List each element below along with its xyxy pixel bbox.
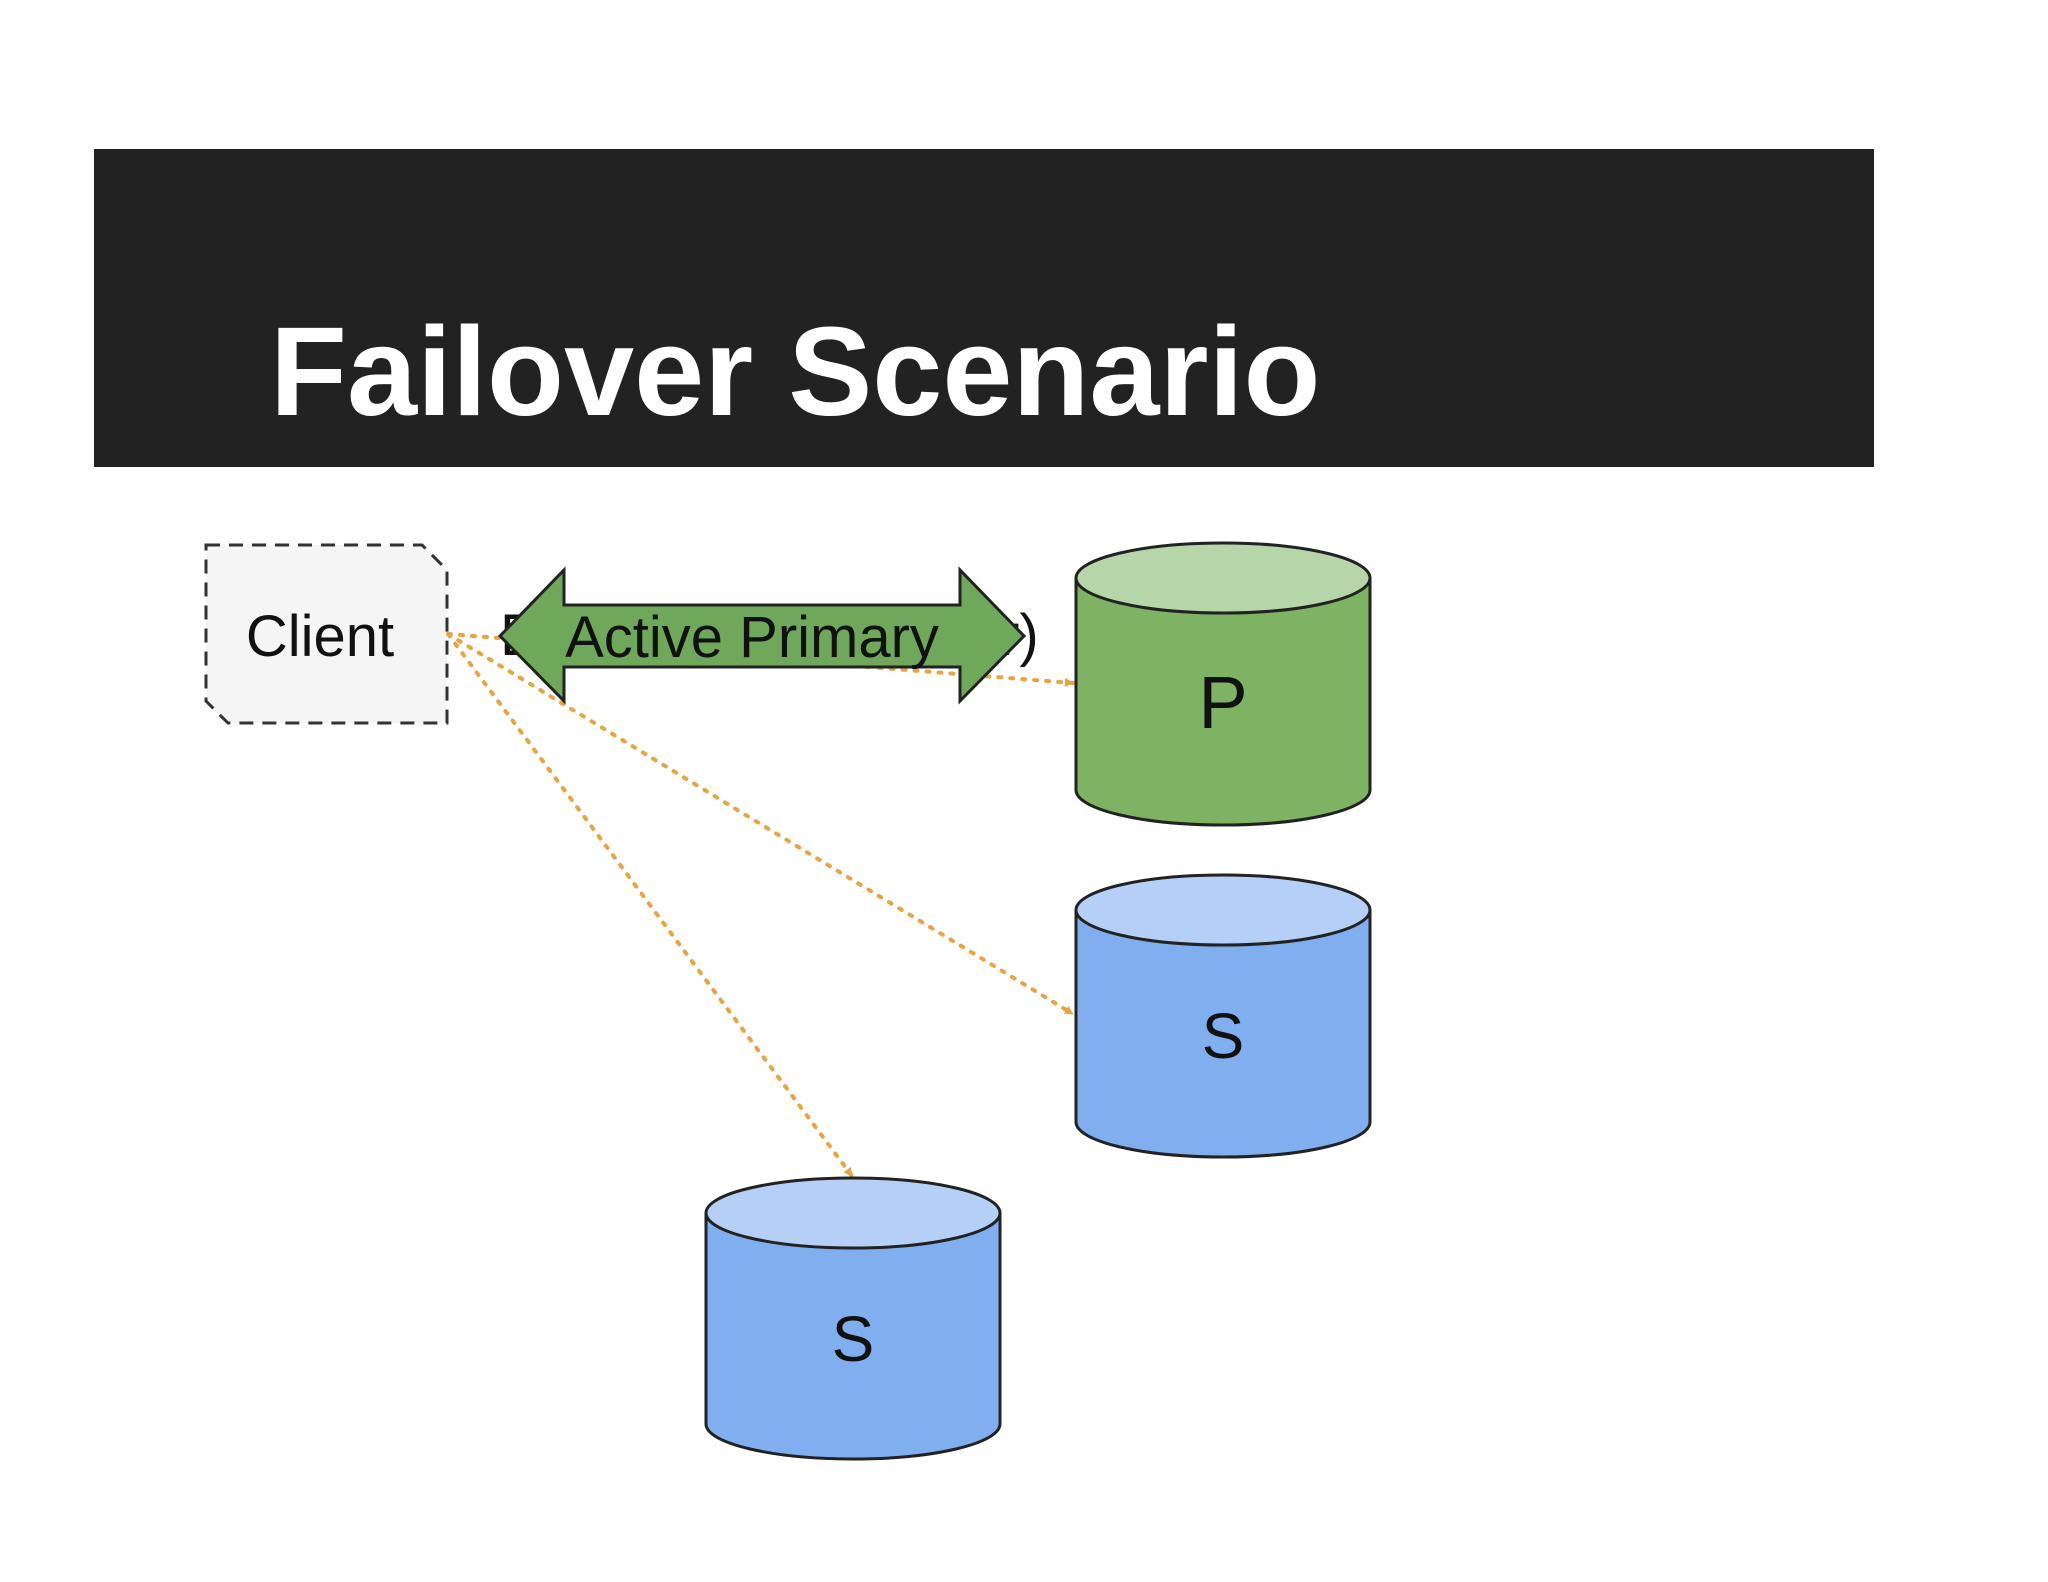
primary-node: P [1074, 541, 1372, 827]
active-primary-label: Active Primary [565, 605, 939, 670]
client-label: Client [246, 604, 394, 669]
primary-label: P [1198, 661, 1247, 744]
active-primary-arrow: Active Primary [497, 566, 1027, 705]
connection-to-secondary-1 [446, 632, 1075, 1016]
slide-title: Failover Scenario [270, 301, 1321, 442]
connection-to-secondary-2 [446, 632, 854, 1178]
secondary-node-2: S [704, 1176, 1002, 1461]
secondary-2-label: S [832, 1303, 875, 1375]
title-bar: Failover Scenario [94, 149, 1874, 467]
secondary-node-1: S [1074, 873, 1372, 1159]
client-node: Client [204, 543, 449, 725]
secondary-1-label: S [1202, 1000, 1245, 1072]
